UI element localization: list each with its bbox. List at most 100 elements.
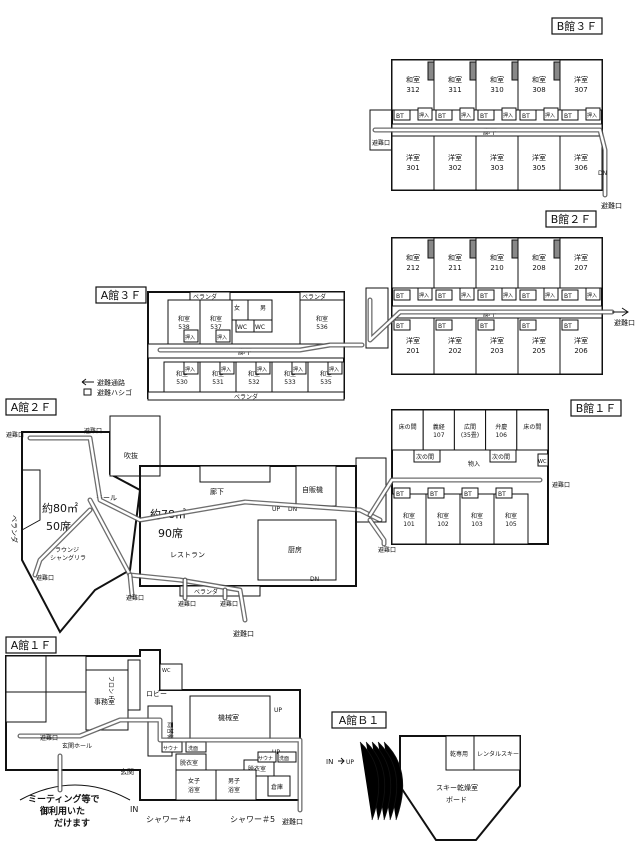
room-(35畳): 広間(35畳) [453,409,487,451]
label-b2f: B館２Ｆ [551,212,592,226]
room-kind: 和室 [178,315,190,323]
closet-label: 押入 [185,366,195,373]
label-a1f: A館１Ｆ [11,638,52,652]
meeting-arc [19,784,131,801]
room-number: 206 [574,347,588,355]
men-bath1: 男子 [228,778,240,785]
a2f-veranda-left: ベランダ [10,515,19,543]
bath-label: BT [480,113,488,120]
room-number: 201 [406,347,419,355]
women-bath1: 女子 [188,777,200,785]
room-kind: 洋室 [574,75,588,84]
badge-b2f: B館２Ｆ [545,210,597,228]
room-number: 105 [505,521,517,528]
badge-b1f: B館１Ｆ [570,399,622,417]
closet-label: 押入 [221,366,231,373]
a2f-plan: ベランダ 約80㎡ 50席 ラウンジ シャングリラ 吹抜 モール 自販機 厨房 … [6,415,396,638]
room-kind: 洋室 [448,153,462,162]
room-kind: 洋室 [532,153,546,162]
label-ab1: A館Ｂ１ [339,713,380,727]
a1f-exit2: 避難口 [282,817,303,826]
closet-label: 押入 [257,366,267,373]
restaurant-seats: 90席 [158,526,183,540]
dressing1: 脱衣室 [180,759,198,767]
label-b1f: B館１Ｆ [576,401,617,415]
a3f-women: 女 [234,304,240,312]
women-bath2: 浴室 [188,786,200,794]
room-number: 308 [532,86,545,94]
a1f-wc: WC [162,668,171,674]
closet-label: 押入 [419,112,429,119]
a2f-exit8: 避難口 [378,546,396,554]
bath-label: BT [438,113,446,120]
atrium: 吹抜 [124,451,138,460]
room-number: 211 [448,264,461,272]
b1f-exit: 避難口 [552,481,570,489]
room-number: 103 [471,521,483,528]
a3f-veranda-bottom: ベランダ [234,393,258,401]
room-number: 306 [574,164,588,172]
room-number: 310 [490,86,503,94]
room-kind: 和室 [471,512,483,520]
a2f-dn1: DN [288,506,297,513]
bath-label: BT [396,323,404,330]
closet-label: 押入 [545,112,555,119]
ski-dry-room2: ボード [446,796,467,804]
ab1-up: UP [346,759,354,766]
in-arrow-icon [338,757,345,765]
entrance-hall: 玄関ホール [62,742,92,750]
lounge-name1: ラウンジ [55,546,79,554]
room-kind: 和室 [448,75,462,84]
a2f-exit4: 避難口 [126,594,144,602]
ladder-icon [83,388,92,396]
room-number: 210 [490,264,503,272]
room-kind: 和室 [532,75,546,84]
room-kind: 和室 [403,512,415,520]
bath-label: BT [498,491,506,498]
closet-label: 押入 [461,112,471,119]
room-kind: 洋室 [574,153,588,162]
meeting-line2: 御利用いた [39,805,85,817]
a2f-dn2: DN [310,576,319,583]
room-kind: 洋室 [490,153,504,162]
room-kind: 洋室 [574,253,588,262]
closet-label: 押入 [587,112,597,119]
bath-label: BT [396,113,404,120]
mall: モール [96,494,117,502]
room-kind: 和室 [176,370,188,378]
room-kind: 和室 [210,315,222,323]
room-kind: 和室 [316,315,328,323]
route-arrow-icon [81,378,94,386]
label-b3f: B館３Ｆ [557,19,598,33]
room-床の間: 床の間 [516,409,549,451]
room-306: 洋室 306 [559,135,603,191]
lounge-name2: シャングリラ [50,554,86,562]
closet-label: 押入 [503,112,513,119]
room-kind: 和室 [490,253,504,262]
room-number: 106 [495,432,507,439]
closet-label: 押入 [217,334,227,341]
badge-ab1: A館Ｂ１ [331,711,387,729]
a2f-up: UP [272,506,280,513]
meeting-line3: だけます [54,818,90,829]
ab1-plan: 乾専用 レンタルスキー スキー乾燥室 ボード IN UP [326,735,521,841]
bath-label: BT [430,491,438,498]
wash1: 洗面 [188,745,198,752]
closet-label: 押入 [545,292,555,299]
room-kind: 和室 [406,253,420,262]
bath-label: BT [396,491,404,498]
room-kind: 洋室 [532,336,546,345]
b1f-storage: 物入 [468,460,480,468]
bath-label: BT [522,293,530,300]
